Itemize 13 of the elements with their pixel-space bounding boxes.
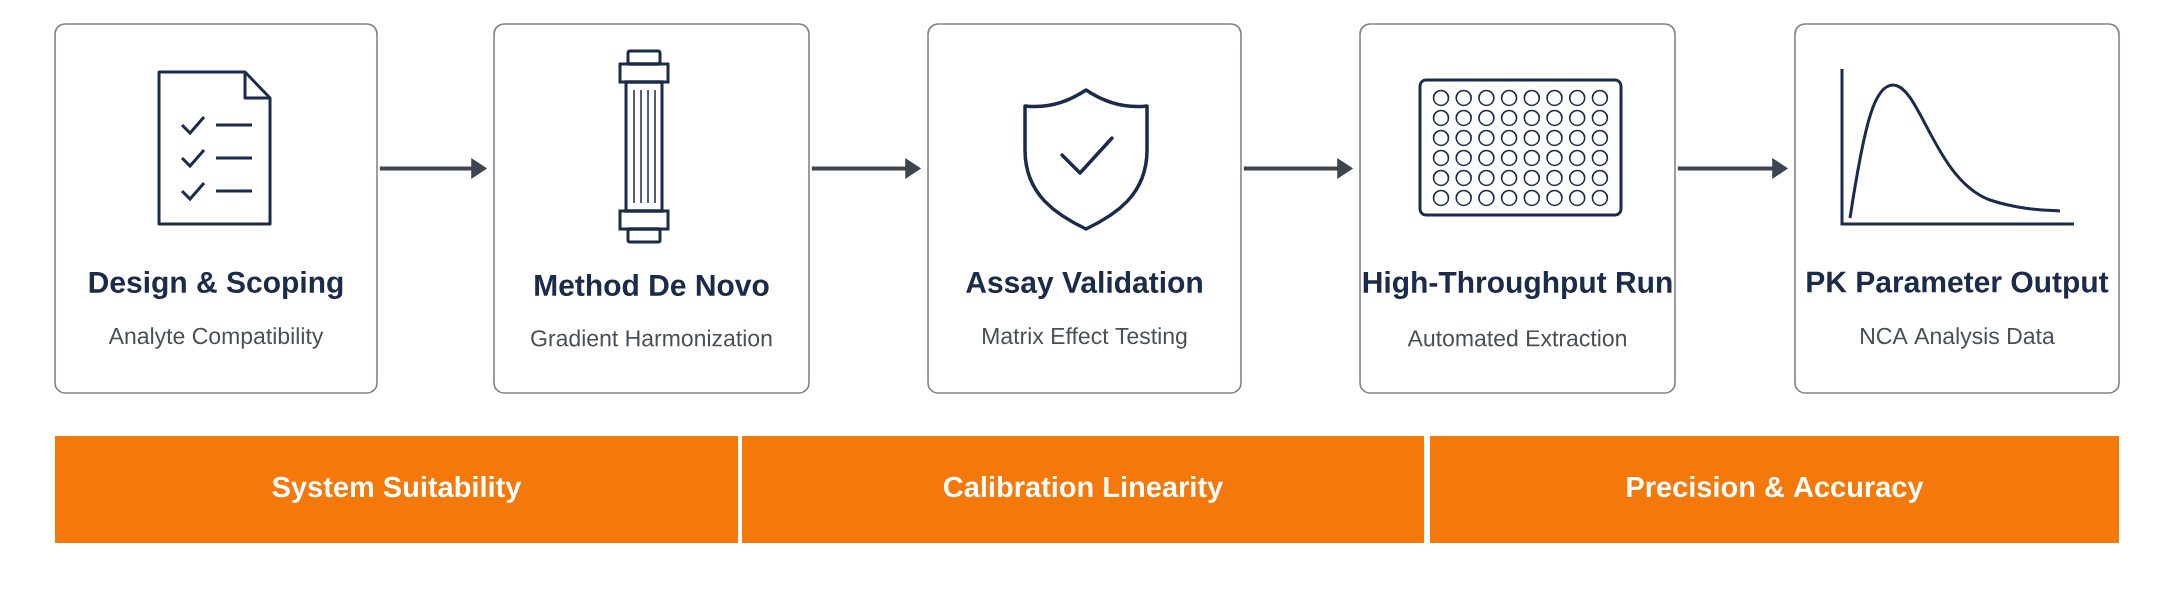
step-title: PK Parameter Output [1807, 271, 2109, 299]
step-subtitle: Automated Extraction [1407, 329, 1626, 347]
step-subtitle: NCA Analysis Data [1861, 327, 2055, 349]
phase-band: Calibration Linearity [742, 436, 1424, 543]
step-subtitle: Analyte Compatibility [108, 327, 324, 349]
step-title: Design & Scoping [89, 270, 343, 300]
step-title: High-Throughput Run [1363, 270, 1672, 300]
step-subtitle: Gradient Harmonization [531, 329, 772, 347]
phase-band: System Suitability [55, 436, 738, 543]
step-title: Assay Validation [966, 271, 1202, 299]
phase-band: Precision & Accuracy [1430, 436, 2119, 543]
step-title: Method De Novo [535, 273, 769, 296]
step-subtitle: Matrix Effect Testing [983, 327, 1187, 349]
